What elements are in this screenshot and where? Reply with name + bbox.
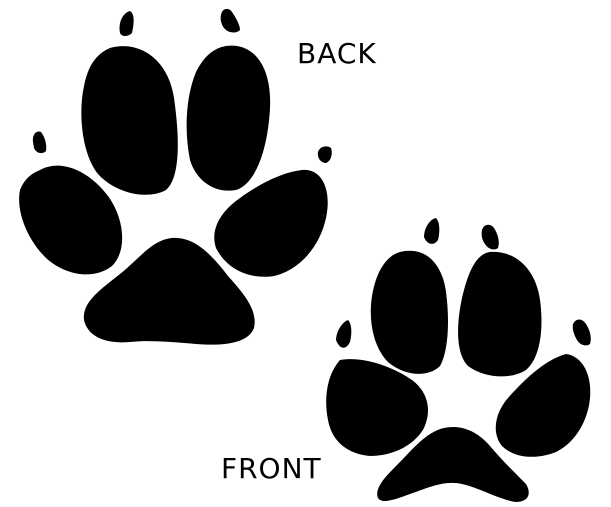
back-claw-right-top: [221, 9, 240, 33]
front-label: FRONT: [221, 455, 322, 483]
back-label: BACK: [297, 40, 377, 68]
back-paw-print: [19, 9, 332, 345]
front-toe-pad-inner-left: [371, 251, 448, 374]
front-toe-pad-inner-right: [458, 252, 541, 377]
front-claw-left-side: [336, 320, 351, 348]
back-toe-pad-inner-right: [187, 46, 271, 191]
back-toe-pad-inner-left: [81, 46, 177, 195]
back-toe-pad-outer-left: [19, 166, 122, 275]
front-toe-pad-outer-left: [326, 359, 428, 456]
back-claw-left-side: [33, 132, 46, 154]
front-claw-left-top: [424, 218, 439, 244]
front-claw-right-side: [573, 320, 591, 346]
front-paw-print: [326, 218, 591, 502]
front-claw-right-top: [482, 225, 499, 250]
back-claw-left-top: [119, 11, 133, 36]
back-claw-right-side: [318, 146, 332, 163]
